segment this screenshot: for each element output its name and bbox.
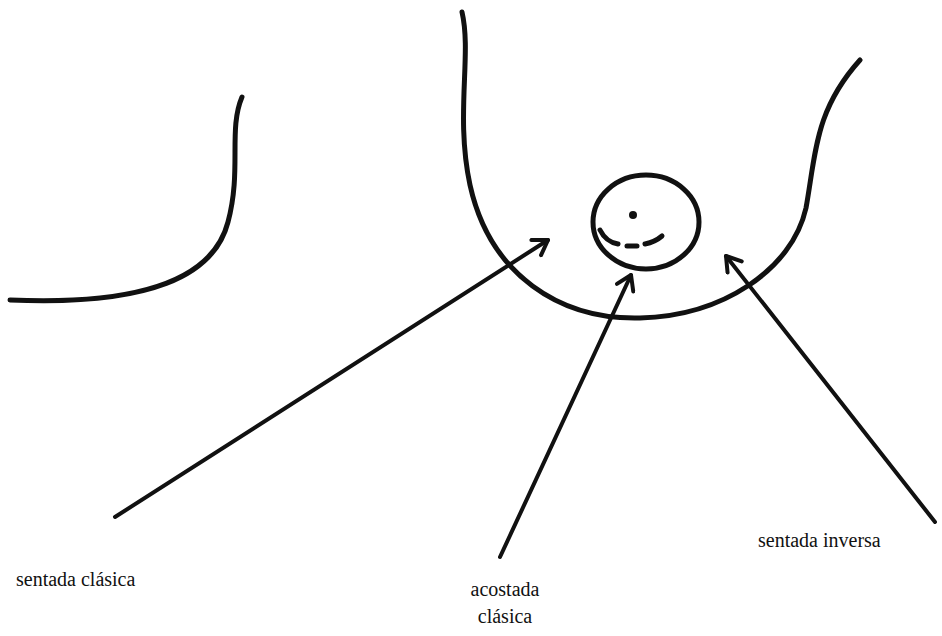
baby-head: [593, 175, 699, 269]
position-label: sentada inversa: [758, 527, 938, 554]
leader-arrow: [726, 256, 935, 522]
baby-mouth: [600, 230, 662, 246]
left-breast-outline: [10, 97, 242, 301]
right-breast-outline: [462, 12, 860, 318]
leader-arrow: [500, 275, 631, 557]
leader-arrow: [115, 240, 548, 517]
position-label: sentada clásica: [16, 566, 236, 593]
position-label: acostada clásica: [450, 576, 560, 630]
baby-eye: [629, 211, 637, 219]
